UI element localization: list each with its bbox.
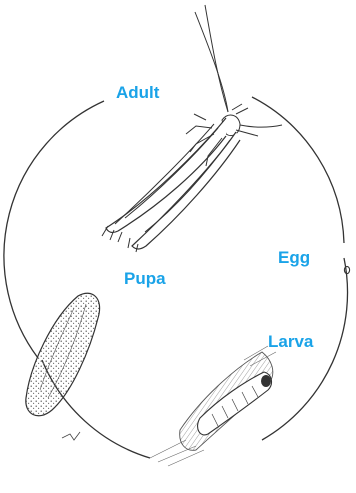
larva-icon [150, 346, 276, 466]
label-pupa: Pupa [124, 270, 166, 287]
label-larva: Larva [268, 333, 313, 350]
label-egg: Egg [278, 249, 310, 266]
label-adult: Adult [116, 84, 159, 101]
moth-icon [102, 5, 282, 252]
pupa-icon [26, 293, 100, 440]
